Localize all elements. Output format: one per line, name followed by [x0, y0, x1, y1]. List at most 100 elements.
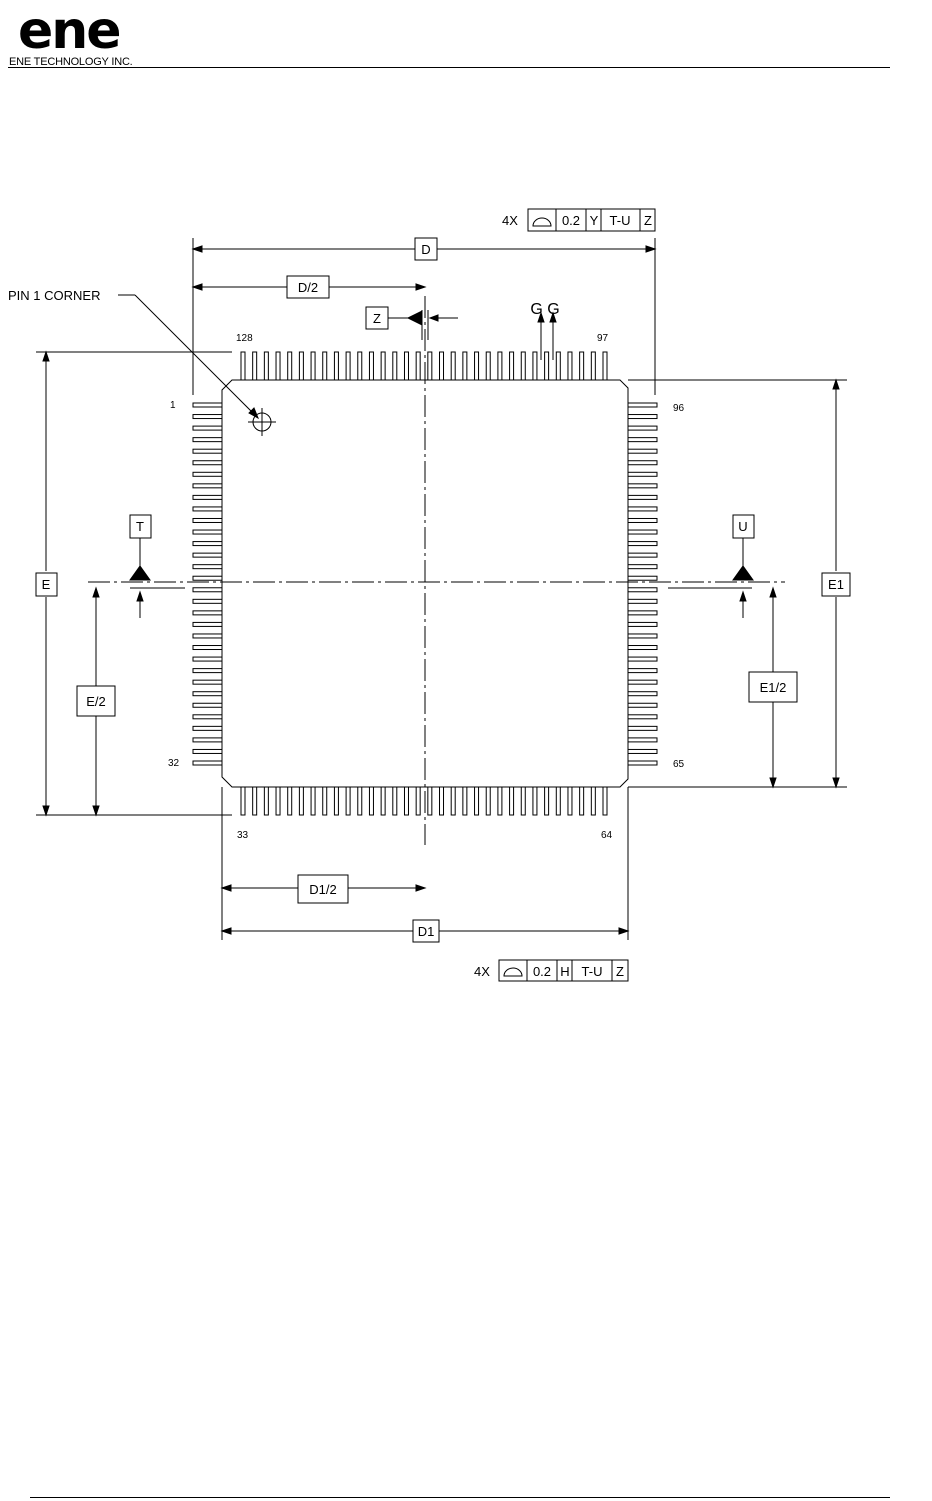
- lead-top: [403, 351, 409, 381]
- dim-E1: E1: [828, 577, 844, 592]
- lead-bottom: [275, 786, 281, 816]
- lead-right: [627, 737, 658, 743]
- lead-top: [579, 351, 585, 381]
- dim-D1-half: D1/2: [309, 882, 336, 897]
- gg-label: G G: [530, 301, 559, 318]
- datum-T: T: [136, 519, 144, 534]
- lead-bottom: [240, 786, 246, 816]
- lead-left: [192, 668, 223, 674]
- label-box-D1-half: [297, 874, 349, 904]
- lead-right: [627, 506, 658, 512]
- lead-bottom: [333, 786, 339, 816]
- lead-right: [627, 437, 658, 443]
- lead-bottom: [415, 786, 421, 816]
- lead-right: [627, 748, 658, 754]
- lead-left: [192, 575, 223, 581]
- lead-left: [192, 702, 223, 708]
- lead-right: [627, 425, 658, 431]
- lead-top: [520, 351, 526, 381]
- lead-bottom: [474, 786, 480, 816]
- lead-right: [627, 610, 658, 616]
- lead-top: [509, 351, 515, 381]
- label-box-E-half: [76, 685, 116, 717]
- lead-top: [450, 351, 456, 381]
- fcf-top-tolerance: 0.2: [562, 213, 580, 228]
- lead-left: [192, 506, 223, 512]
- footer-rule: [30, 1497, 890, 1498]
- fcf-bottom-datum-3: Z: [616, 964, 624, 979]
- lead-top: [415, 351, 421, 381]
- lead-bottom: [485, 786, 491, 816]
- lead-bottom: [345, 786, 351, 816]
- lead-left: [192, 448, 223, 454]
- lead-top: [544, 351, 550, 381]
- label-box-Z: [365, 306, 389, 330]
- lead-top: [345, 351, 351, 381]
- lead-left: [192, 748, 223, 754]
- lead-bottom: [590, 786, 596, 816]
- lead-top: [462, 351, 468, 381]
- lead-top: [485, 351, 491, 381]
- lead-top: [240, 351, 246, 381]
- lead-right: [627, 575, 658, 581]
- lead-top: [368, 351, 374, 381]
- label-box-E: [35, 572, 58, 597]
- datum-U: U: [738, 519, 747, 534]
- lead-top: [474, 351, 480, 381]
- lead-bottom: [450, 786, 456, 816]
- fcf-top-frame: [527, 208, 656, 232]
- dim-D-half: D/2: [298, 280, 318, 295]
- lead-bottom: [287, 786, 293, 816]
- pin-label-64: 64: [601, 830, 613, 841]
- pin1-corner-label: PIN 1 CORNER: [8, 288, 100, 303]
- dim-D: D: [421, 242, 430, 257]
- lead-left: [192, 494, 223, 500]
- datum-Z: Z: [373, 311, 381, 326]
- lead-top: [298, 351, 304, 381]
- dim-E1-half: E1/2: [760, 680, 787, 695]
- pin-label-32: 32: [168, 758, 180, 769]
- lead-bottom: [567, 786, 573, 816]
- pin-label-1: 1: [170, 400, 176, 411]
- fcf-bottom-datum-1: H: [560, 964, 569, 979]
- lead-right: [627, 679, 658, 685]
- company-logo: ene ENE TECHNOLOGY INC.: [9, 1, 214, 68]
- lead-right: [627, 633, 658, 639]
- lead-top: [310, 351, 316, 381]
- pin-label-96: 96: [673, 403, 685, 414]
- lead-right: [627, 714, 658, 720]
- lead-left: [192, 725, 223, 731]
- lead-bottom: [497, 786, 503, 816]
- lead-bottom: [544, 786, 550, 816]
- label-box-U: [732, 514, 755, 539]
- lead-bottom: [380, 786, 386, 816]
- dim-E: E: [42, 577, 51, 592]
- lead-bottom: [602, 786, 608, 816]
- lead-top: [497, 351, 503, 381]
- lead-left: [192, 656, 223, 662]
- lead-left: [192, 564, 223, 570]
- label-box-D: [414, 237, 438, 261]
- label-box-D1: [412, 919, 440, 943]
- fcf-bottom-count: 4X: [474, 964, 490, 979]
- lead-top: [532, 351, 538, 381]
- lead-right: [627, 760, 658, 766]
- lead-right: [627, 529, 658, 535]
- lead-bottom: [403, 786, 409, 816]
- lead-left: [192, 737, 223, 743]
- lead-top: [263, 351, 269, 381]
- lead-left: [192, 610, 223, 616]
- fcf-top-datum-1: Y: [590, 213, 599, 228]
- lead-top: [357, 351, 363, 381]
- logo-mark: ene: [18, 1, 122, 61]
- lead-left: [192, 633, 223, 639]
- fcf-top-count: 4X: [502, 213, 518, 228]
- lead-bottom: [392, 786, 398, 816]
- lead-bottom: [462, 786, 468, 816]
- lead-left: [192, 598, 223, 604]
- lead-bottom: [252, 786, 258, 816]
- lead-right: [627, 541, 658, 547]
- lead-top: [322, 351, 328, 381]
- lead-bottom: [357, 786, 363, 816]
